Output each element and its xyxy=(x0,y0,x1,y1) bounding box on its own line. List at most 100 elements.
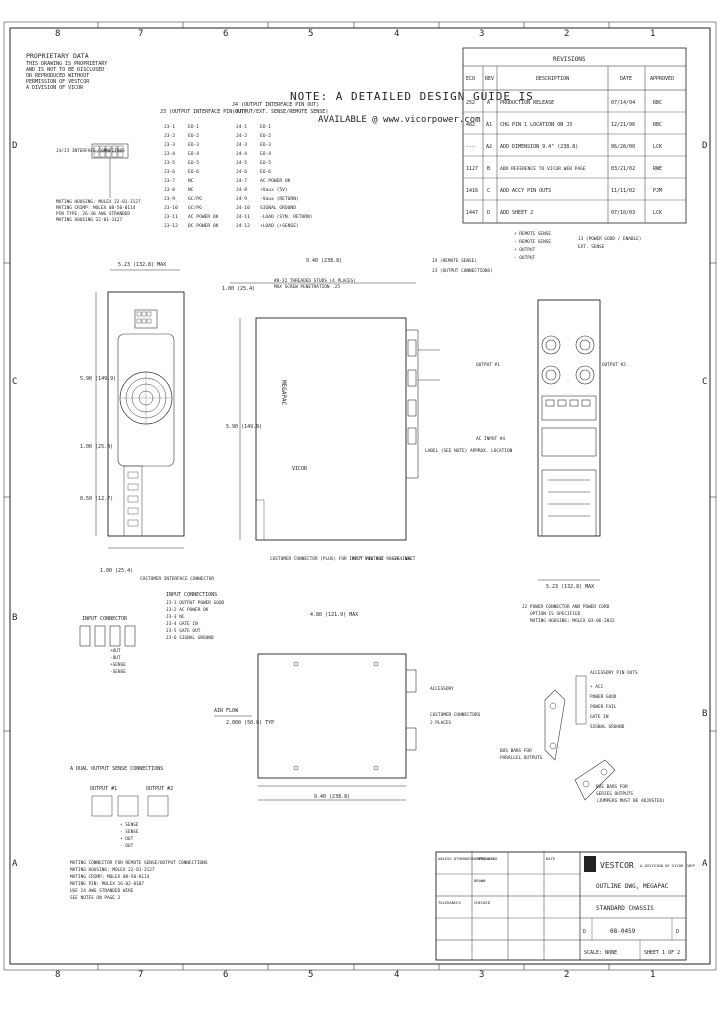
svg-text:+LOAD (+SENSE): +LOAD (+SENSE) xyxy=(260,223,299,229)
svg-text:J4-1: J4-1 xyxy=(236,124,247,130)
svg-text:J4-3: J4-3 xyxy=(236,142,247,148)
svg-text:252: 252 xyxy=(466,100,475,106)
drawing-title-1: OUTLINE DWG, MEGAPAC xyxy=(596,883,669,890)
svg-text:J3-9: J3-9 xyxy=(164,196,175,202)
svg-text:J3-3: J3-3 xyxy=(164,142,175,148)
svg-text:J4-4: J4-4 xyxy=(236,151,247,157)
svg-text:OUTPUT #1: OUTPUT #1 xyxy=(476,362,500,368)
svg-text:J3-5 GATE OUT: J3-5 GATE OUT xyxy=(166,628,201,634)
design-guide-note: NOTE: A DETAILED DESIGN GUIDE IS AVAILAB… xyxy=(290,90,534,125)
svg-text:A: A xyxy=(12,859,18,869)
svg-text:CHECKED: CHECKED xyxy=(474,900,491,905)
svg-text:DATE: DATE xyxy=(620,76,632,82)
svg-text:UNLESS OTHERWISE SPECIFIED: UNLESS OTHERWISE SPECIFIED xyxy=(438,856,498,861)
drawing-title-2: STANDARD CHASSIS xyxy=(596,905,654,912)
svg-text:4.80 (121.9) MAX: 4.80 (121.9) MAX xyxy=(310,612,358,618)
svg-text:1: 1 xyxy=(650,970,655,980)
svg-text:482: 482 xyxy=(466,122,475,128)
svg-text:J3-1: J3-1 xyxy=(164,124,175,130)
zone-col-3: 3 xyxy=(479,29,484,39)
svg-text:MATING HOUSING: MOLEX 03-06-20: MATING HOUSING: MOLEX 03-06-2032 xyxy=(530,618,615,624)
svg-text:07/10/03: 07/10/03 xyxy=(611,210,635,216)
svg-text:5.90 (149.9): 5.90 (149.9) xyxy=(226,424,262,430)
j3-connector xyxy=(134,309,158,329)
note-line-1: NOTE: A DETAILED DESIGN GUIDE IS xyxy=(290,90,534,103)
svg-text:REV: REV xyxy=(485,76,494,82)
svg-text:APPROVALS: APPROVALS xyxy=(474,856,495,861)
svg-text:EO-2: EO-2 xyxy=(260,133,271,139)
svg-text:J4-12: J4-12 xyxy=(236,223,250,229)
svg-text:+SENSE: +SENSE xyxy=(110,662,126,668)
svg-text:-LOAD (SYN. RETURN): -LOAD (SYN. RETURN) xyxy=(260,214,313,220)
svg-text:12/21/96: 12/21/96 xyxy=(611,122,635,128)
svg-text:MATING PIN: MOLEX 16-02-0107: MATING PIN: MOLEX 16-02-0107 xyxy=(70,881,144,887)
svg-text:- REMOTE SENSE: - REMOTE SENSE xyxy=(514,239,551,245)
svg-text:LCK: LCK xyxy=(653,144,662,150)
sense-connections: A DUAL OUTPUT SENSE CONNECTIONS OUTPUT #… xyxy=(70,766,173,849)
svg-text:7: 7 xyxy=(138,970,143,980)
svg-text:THIS DRAWING IS PROPRIETARY: THIS DRAWING IS PROPRIETARY xyxy=(26,61,107,67)
svg-text:USE 24 AWG STRANDED WIRE: USE 24 AWG STRANDED WIRE xyxy=(70,888,134,894)
svg-text:NC: NC xyxy=(188,178,194,184)
svg-text:RWE: RWE xyxy=(653,166,662,172)
drawing-number: 08-0459 xyxy=(610,928,636,935)
svg-text:A1: A1 xyxy=(486,122,492,128)
svg-text:MATING HOUSING: MOLEX 22-01-31: MATING HOUSING: MOLEX 22-01-3127 xyxy=(70,867,155,873)
svg-text:DATE: DATE xyxy=(546,856,556,861)
svg-text:3: 3 xyxy=(479,970,484,980)
zone-col-2: 2 xyxy=(564,29,569,39)
svg-text:A DIVISION OF VICOR CORP: A DIVISION OF VICOR CORP xyxy=(640,863,696,868)
svg-text:1447: 1447 xyxy=(466,210,478,216)
pin-legend: INPUT CONNECTOR +OUT -OUT +SENSE -SENSE … xyxy=(79,592,225,675)
svg-text:-OUT: -OUT xyxy=(110,655,121,661)
svg-text:- OUT: - OUT xyxy=(120,843,134,849)
side-view: 9.40 (238.8) 1.00 (25.4) MEGAPAC VICOR 5… xyxy=(222,258,513,562)
svg-text:J3 (OUTPUT CONNECTIONS): J3 (OUTPUT CONNECTIONS) xyxy=(432,268,493,274)
svg-text:ADD SHEET 2: ADD SHEET 2 xyxy=(500,210,533,216)
svg-text:CUSTOMER CONNECTORS: CUSTOMER CONNECTORS xyxy=(430,712,481,718)
zone-labels-side: D C B A D C B A xyxy=(12,141,708,869)
svg-text:6: 6 xyxy=(223,970,228,980)
svg-text:D: D xyxy=(583,929,586,935)
svg-text:C: C xyxy=(487,188,490,194)
svg-text:J3-10: J3-10 xyxy=(164,205,178,211)
svg-text:DESCRIPTION: DESCRIPTION xyxy=(536,76,569,82)
svg-text:5.23 (132.8) MAX: 5.23 (132.8) MAX xyxy=(546,584,594,590)
zone-col-7: 7 xyxy=(138,29,143,39)
width-dim: 5.23 (132.8) MAX xyxy=(118,262,166,268)
output-terminal-icon xyxy=(541,335,561,355)
zone-labels-bottom: 8 7 6 5 4 3 2 1 xyxy=(55,970,655,980)
svg-text:J3-8: J3-8 xyxy=(164,187,175,193)
svg-text:PRODUCTION RELEASE: PRODUCTION RELEASE xyxy=(500,100,554,106)
svg-text:EO-6: EO-6 xyxy=(188,169,199,175)
svg-text:5: 5 xyxy=(308,970,313,980)
svg-text:SEE NOTES ON PAGE 2: SEE NOTES ON PAGE 2 xyxy=(70,895,121,901)
svg-text:AIR FLOW: AIR FLOW xyxy=(214,708,239,714)
height-dim: 5.90 (149.9) xyxy=(80,376,116,382)
svg-text:A DIVISION OF VICOR: A DIVISION OF VICOR xyxy=(26,85,84,91)
svg-text:MATING CRIMP: MOLEX 08-50-0114: MATING CRIMP: MOLEX 08-50-0114 xyxy=(70,874,150,880)
svg-text:J3-6: J3-6 xyxy=(164,169,175,175)
svg-text:J4-10: J4-10 xyxy=(236,205,250,211)
svg-text:MATING HOUSING 22-01-3127: MATING HOUSING 22-01-3127 xyxy=(56,217,122,223)
svg-text:ADD REFERENCE TO VICOR WEB PAG: ADD REFERENCE TO VICOR WEB PAGE xyxy=(500,166,586,172)
svg-text:AC POWER OK: AC POWER OK xyxy=(260,178,291,184)
svg-text:J3-4: J3-4 xyxy=(164,151,175,157)
svg-text:1416: 1416 xyxy=(466,188,478,194)
svg-text:DRAWN: DRAWN xyxy=(474,878,486,883)
svg-text:J4-8: J4-8 xyxy=(236,187,247,193)
svg-text:A2: A2 xyxy=(486,144,492,150)
vestcor-logo-icon xyxy=(584,856,596,872)
svg-text:GATE IN: GATE IN xyxy=(590,714,609,720)
svg-text:+ REMOTE SENSE: + REMOTE SENSE xyxy=(514,231,551,237)
svg-text:ACCY PIN OUT - SEE INSET: ACCY PIN OUT - SEE INSET xyxy=(352,556,416,562)
svg-text:+Vaux (5V): +Vaux (5V) xyxy=(260,187,288,193)
svg-text:EO-2: EO-2 xyxy=(188,133,199,139)
svg-text:EO-3: EO-3 xyxy=(188,142,199,148)
svg-text:9.40 (238.8): 9.40 (238.8) xyxy=(314,794,350,800)
zone-col-5: 5 xyxy=(308,29,313,39)
svg-text:1.00 (25.4): 1.00 (25.4) xyxy=(100,568,133,574)
revisions-table: REVISIONS ECO REV DESCRIPTION DATE APPRO… xyxy=(462,47,687,224)
pinout-tables: J3 (OUTPUT INTERFACE PIN OUT) J4 (OUTPUT… xyxy=(56,102,328,229)
